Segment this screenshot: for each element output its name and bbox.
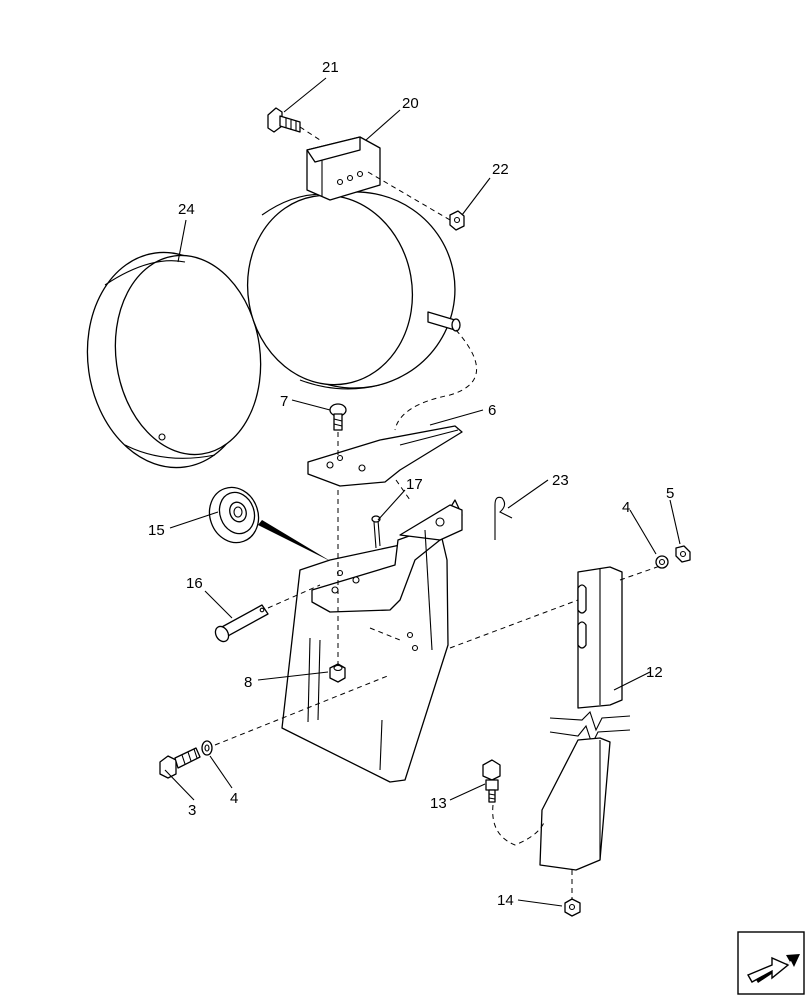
- callout-21: 21: [322, 59, 339, 76]
- callout-15: 15: [148, 522, 165, 539]
- assembly-lines: [214, 126, 661, 900]
- part-6-plate: [307, 425, 463, 487]
- next-page-arrow-icon[interactable]: [737, 931, 805, 995]
- callout-14: 14: [497, 892, 514, 909]
- callout-16: 16: [186, 575, 203, 592]
- callout-23: 23: [552, 472, 569, 489]
- callout-20: 20: [402, 95, 419, 112]
- callout-6: 6: [488, 402, 496, 419]
- part-22-nut: [449, 210, 465, 231]
- part-12-bar: [539, 566, 631, 871]
- callout-17: 17: [406, 476, 423, 493]
- part-20-clamp-band: [246, 136, 461, 390]
- part-24-band-ring: [86, 251, 262, 469]
- callout-22: 22: [492, 161, 509, 178]
- part-7-screw: [329, 403, 347, 431]
- part-4-washer-upper: [655, 555, 669, 569]
- main-bracket: [281, 499, 463, 783]
- part-23-r-clip: [494, 496, 513, 540]
- callout-5: 5: [666, 485, 674, 502]
- callout-labels: 21 20 22 24 7 6 17 23 15 16 4 5 12 8 3 4…: [148, 59, 674, 909]
- part-3-bolt: [159, 747, 201, 779]
- part-21-bolt: [267, 107, 301, 133]
- callout-4-upper: 4: [622, 499, 630, 516]
- part-17-cotter-pin: [371, 515, 381, 549]
- callout-7: 7: [280, 393, 288, 410]
- part-16-pin: [214, 604, 269, 643]
- callout-8: 8: [244, 674, 252, 691]
- callout-12: 12: [646, 664, 663, 681]
- part-8-nut: [329, 663, 346, 683]
- leader-lines: [164, 77, 681, 907]
- part-14-nut: [564, 898, 581, 917]
- part-15-pulley: [208, 486, 332, 562]
- part-13-bolt: [482, 759, 501, 803]
- callout-3: 3: [188, 802, 196, 819]
- callout-4-lower: 4: [230, 790, 238, 807]
- part-4-washer-lower: [201, 740, 213, 756]
- part-5-nut: [675, 545, 691, 563]
- callout-24: 24: [178, 201, 195, 218]
- callout-13: 13: [430, 795, 447, 812]
